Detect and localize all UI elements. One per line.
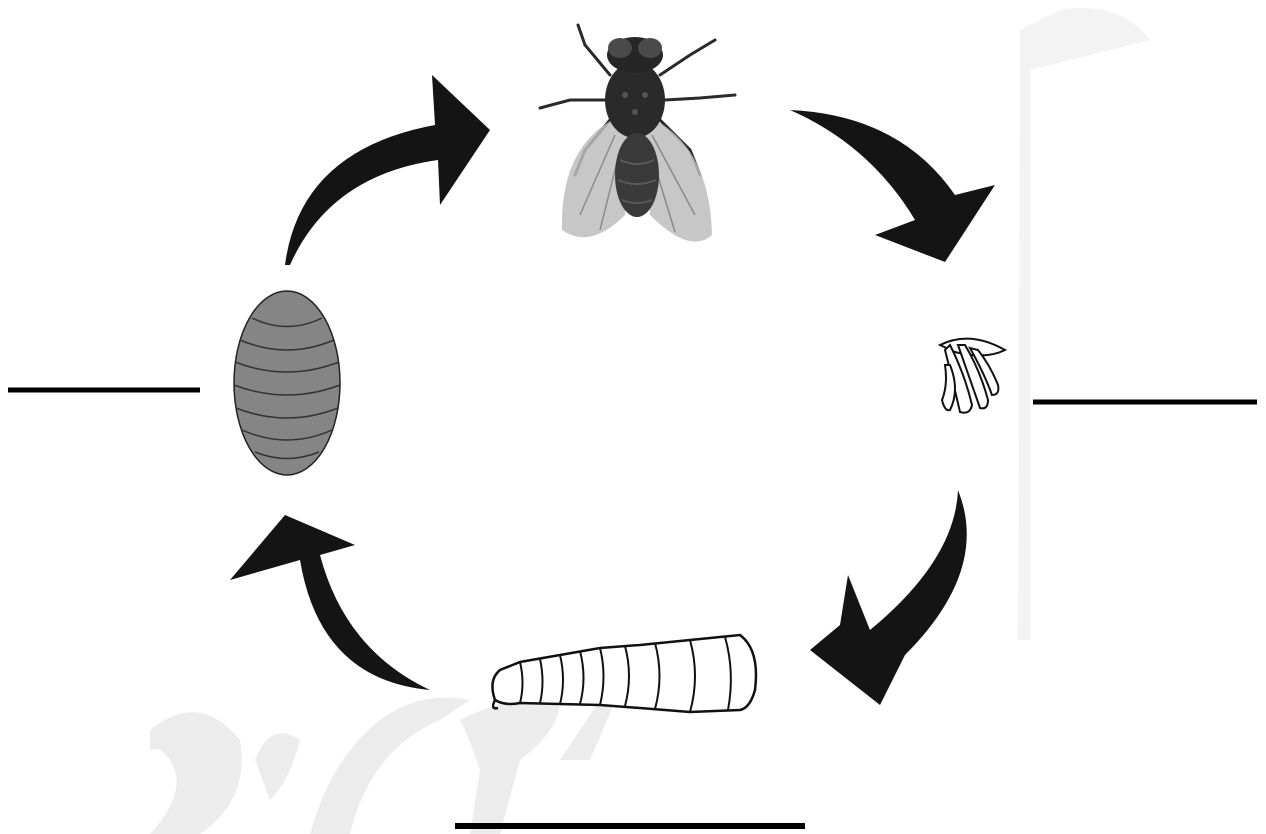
arrow-larva-to-pupa: [230, 515, 430, 690]
arrow-adult-to-eggs: [790, 110, 995, 262]
housefly-adult-icon: [540, 25, 735, 242]
pupa-icon: [234, 291, 340, 475]
arrow-eggs-to-larva: [810, 490, 967, 705]
egg-cluster-icon: [940, 339, 1005, 413]
maggot-larva-icon: [492, 635, 756, 712]
arrow-pupa-to-adult: [285, 75, 490, 265]
